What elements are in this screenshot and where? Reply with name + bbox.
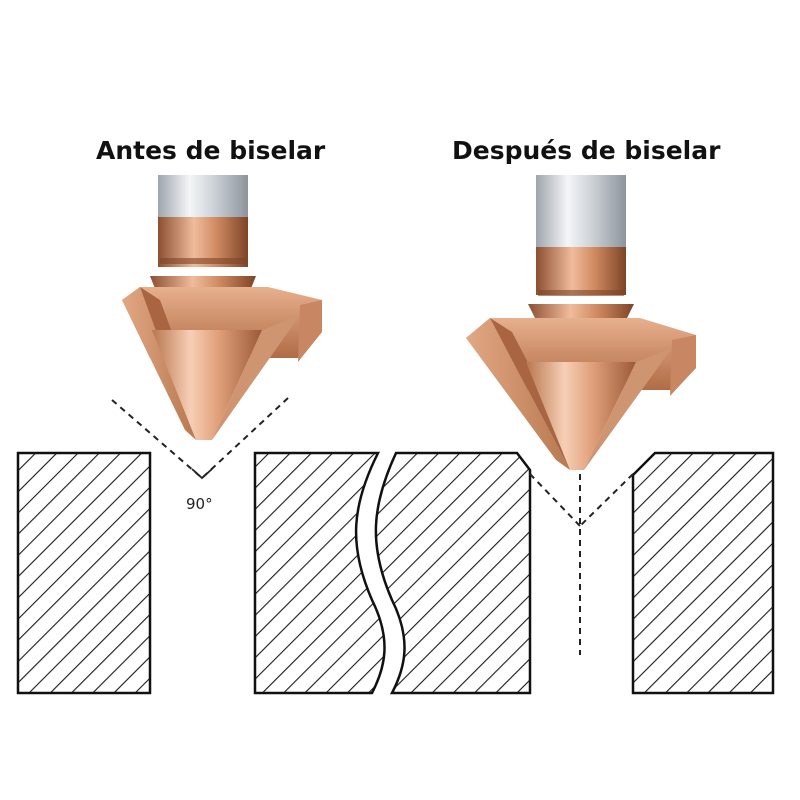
label-after-chamfer: Después de biselar (452, 136, 721, 165)
label-before-chamfer: Antes de biselar (96, 136, 326, 165)
angle-label: 90° (186, 495, 213, 513)
angle-guide-lines (111, 397, 289, 479)
workpiece (16, 451, 775, 695)
countersink-bit-icon (122, 175, 322, 440)
right-angle-marker (191, 468, 213, 480)
chamfer-guide-lines (529, 473, 634, 655)
countersink-bit-icon (466, 175, 696, 470)
workpiece-block-middle-left (253, 451, 386, 695)
workpiece-block-left (16, 451, 152, 695)
workpiece-block-right (631, 451, 775, 695)
workpiece-block-middle-right (374, 451, 532, 695)
